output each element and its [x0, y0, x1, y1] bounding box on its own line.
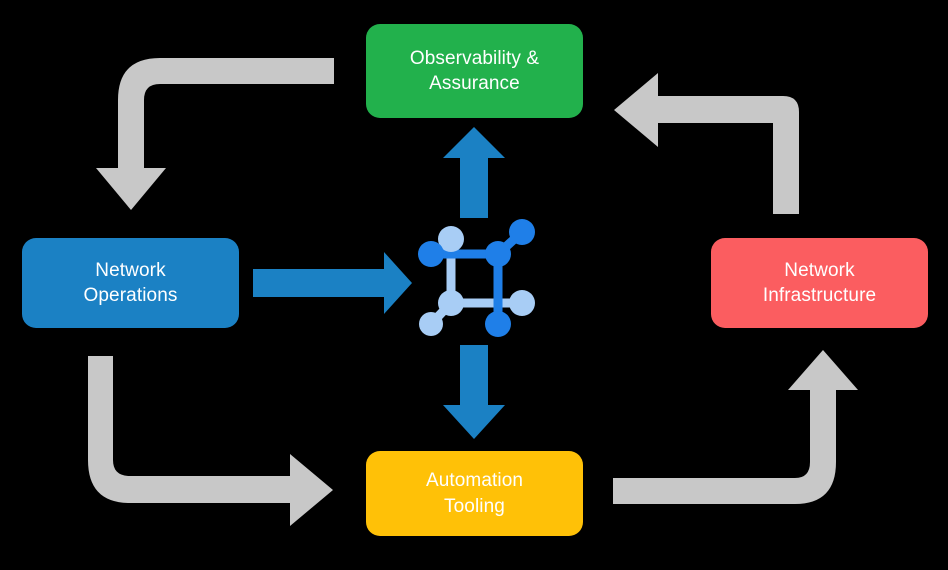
node-operations-label: Network Operations	[84, 258, 178, 308]
node-automation-label-line1: Automation	[425, 470, 524, 492]
node-automation-label: Automation Tooling	[426, 468, 523, 518]
node-observability-label: Observability & Assurance	[410, 46, 539, 96]
blue-arrow-operations-to-center	[253, 252, 412, 314]
blue-arrow-center-to-automation	[443, 345, 505, 439]
gray-arrow-infrastructure-to-observability	[614, 73, 799, 214]
node-automation-tooling[interactable]: Automation Tooling	[366, 451, 583, 536]
gray-arrow-observability-to-operations	[96, 58, 334, 210]
node-network-operations[interactable]: Network Operations	[22, 238, 239, 328]
node-observability-label-line2: Assurance	[429, 73, 520, 94]
node-observability-assurance[interactable]: Observability & Assurance	[366, 24, 583, 118]
gray-arrow-operations-to-automation	[88, 356, 333, 526]
gray-arrow-automation-to-infrastructure	[613, 350, 858, 504]
blue-arrow-center-to-observability	[443, 127, 505, 218]
node-operations-label-line2: Operations	[83, 285, 178, 306]
node-infrastructure-label: Network Infrastructure	[763, 258, 876, 308]
node-observability-label-line1: Observability &	[409, 47, 540, 69]
node-automation-label-line2: Tooling	[444, 495, 505, 517]
node-operations-label-line1: Network	[95, 259, 166, 281]
node-network-infrastructure[interactable]: Network Infrastructure	[711, 238, 928, 328]
node-infrastructure-label-line1: Network	[784, 259, 855, 281]
network-topology-icon	[418, 219, 535, 337]
node-infrastructure-label-line2: Infrastructure	[762, 285, 877, 306]
